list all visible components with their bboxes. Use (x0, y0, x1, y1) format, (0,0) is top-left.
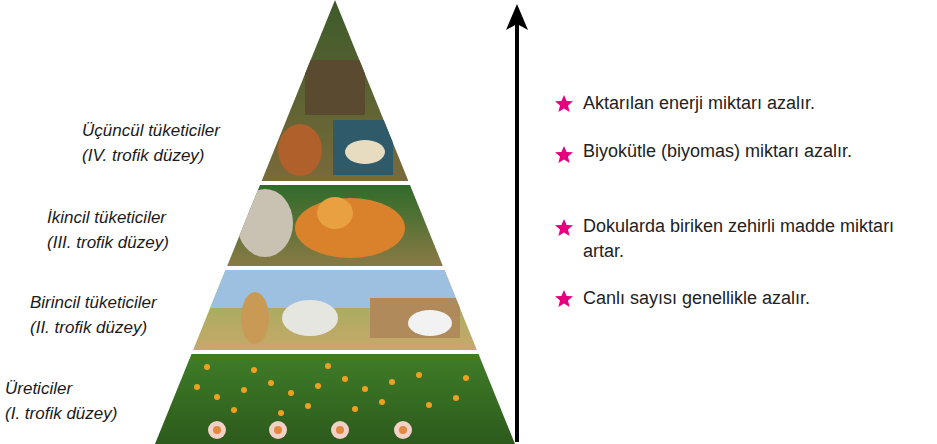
arrow-head (506, 4, 528, 30)
primary-consumer-band: Birincil tüketiciler(II. trofik düzey) (0, 268, 540, 352)
trophic-label: Birincil tüketiciler(II. trofik düzey) (30, 290, 157, 340)
trophic-label: Üreticiler(I. trofik düzey) (5, 376, 117, 426)
band-shape (262, 0, 409, 181)
level-name: Üreticiler (5, 376, 117, 401)
pyramid-band (0, 352, 540, 444)
level-number: (II. trofik düzey) (30, 315, 157, 340)
producer-band: Üreticiler(I. trofik düzey) (0, 352, 540, 444)
secondary-consumer-band: İkincil tüketiciler(III. trofik düzey) (0, 183, 540, 268)
level-number: (I. trofik düzey) (5, 401, 117, 426)
trophic-label: İkincil tüketiciler(III. trofik düzey) (47, 205, 169, 255)
trophic-label: Üçüncül tüketiciler(IV. trofik düzey) (82, 118, 220, 168)
level-name: Üçüncül tüketiciler (82, 118, 220, 143)
level-name: İkincil tüketiciler (47, 205, 169, 230)
band-picture (180, 268, 540, 344)
level-name: Birincil tüketiciler (30, 290, 157, 315)
band-shape (155, 354, 515, 444)
bullet-note: Biyokütle (biyomas) miktarı azalır. (583, 139, 918, 164)
band-shape (227, 185, 443, 266)
bullet-note: Aktarılan enerji miktarı azalır. (583, 91, 918, 116)
tertiary-consumer-band: Üçüncül tüketiciler(IV. trofik düzey) (0, 0, 540, 183)
pyramid-band (0, 0, 540, 183)
band-picture (237, 189, 405, 258)
level-number: (IV. trofik düzey) (82, 143, 220, 168)
bullet-note: Dokularda biriken zehirli madde miktarı … (583, 214, 918, 264)
bullet-note: Canlı sayısı genellikle azalır. (583, 286, 918, 311)
up-arrow (515, 16, 519, 442)
star-bullets (555, 95, 573, 307)
band-picture (157, 361, 506, 439)
level-number: (III. trofik düzey) (47, 230, 169, 255)
band-picture (278, 60, 393, 176)
